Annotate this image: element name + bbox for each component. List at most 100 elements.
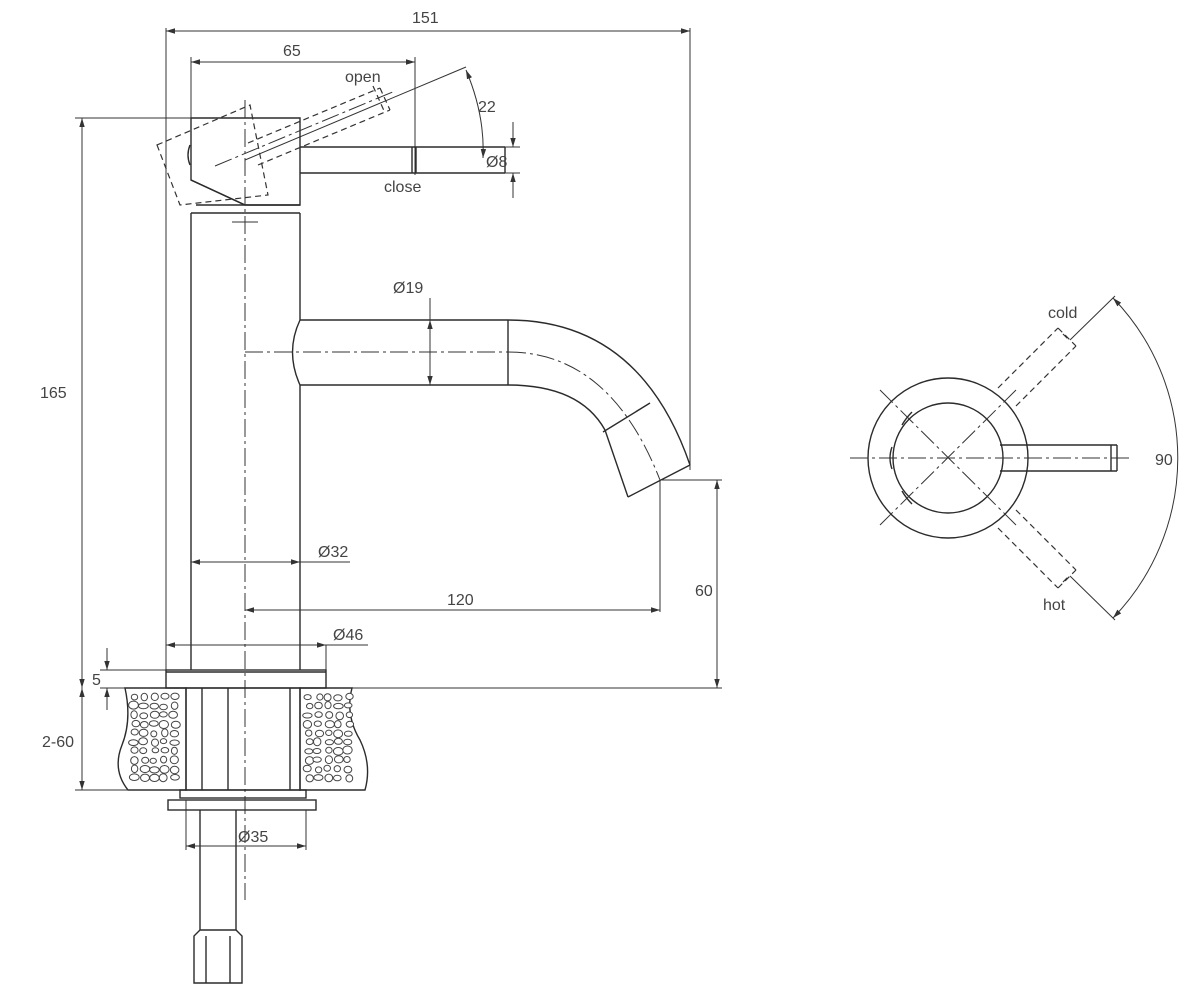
pebble-texture (324, 755, 333, 765)
pebble-texture (141, 756, 150, 764)
pebble-texture (334, 720, 342, 729)
spout (245, 319, 691, 498)
pebble-texture (151, 738, 159, 747)
pebble-texture (139, 721, 149, 729)
pebble-texture (149, 757, 157, 764)
pebble-texture (138, 737, 149, 746)
pebble-texture (130, 728, 139, 736)
handle-diameter-dimension: Ø8 (486, 122, 520, 198)
pebble-texture (149, 702, 160, 710)
overall-width-dimension: 151 (165, 10, 691, 672)
pebble-texture (150, 730, 158, 738)
pebble-texture (333, 702, 344, 710)
pebble-texture (312, 748, 322, 754)
pebble-texture (342, 745, 353, 755)
pebble-texture (314, 711, 323, 718)
pebble-texture (325, 711, 334, 719)
pebble-texture (159, 711, 168, 718)
base-thickness-label: 5 (92, 672, 101, 689)
handle-angle-label: 22 (478, 99, 496, 116)
handle-length-dimension: 65 (190, 43, 416, 175)
pebble-texture (170, 692, 180, 700)
side-view: 151 65 open 22 (40, 10, 722, 984)
handle-diameter-label: Ø8 (486, 154, 507, 171)
pebble-texture (128, 739, 139, 746)
pebble-texture (159, 738, 168, 745)
total-height-dimension: 165 (40, 117, 191, 688)
close-label: close (384, 179, 421, 196)
pebble-texture (343, 738, 353, 746)
pebble-texture (170, 701, 179, 710)
pebble-texture (333, 774, 342, 782)
pebble-texture (302, 712, 313, 719)
handle-angle-dimension: 22 (244, 66, 496, 161)
pebble-texture (332, 747, 344, 756)
open-label: open (345, 69, 381, 86)
pebble-texture (148, 720, 159, 727)
handle-closed (187, 117, 506, 206)
pebble-texture (139, 765, 151, 773)
pebble-texture (130, 746, 139, 754)
faucet-base (165, 669, 722, 689)
pebble-texture (169, 765, 180, 775)
pebble-texture (169, 755, 179, 765)
rotation-angle-dimension: 90 (1069, 295, 1179, 621)
pebble-texture (170, 720, 181, 729)
cold-label: cold (1048, 305, 1077, 322)
counter-thickness-label: 2-60 (42, 734, 74, 751)
pebble-texture (333, 755, 344, 764)
pebble-texture (325, 729, 333, 736)
pebble-texture (130, 693, 139, 701)
pebble-texture (305, 729, 313, 737)
pebble-texture (170, 746, 178, 755)
pebble-texture (314, 729, 325, 738)
pebble-texture (324, 773, 334, 783)
pebble-texture (333, 737, 343, 745)
pebble-texture (302, 720, 313, 729)
pebble-texture (304, 748, 314, 755)
shank-diameter-label: Ø35 (238, 829, 268, 846)
pebble-texture (306, 702, 314, 710)
pebble-texture (150, 692, 159, 701)
pebble-texture (343, 702, 353, 709)
pebble-texture (169, 730, 180, 738)
pebble-texture (159, 765, 170, 774)
pebble-texture (343, 730, 353, 737)
pebble-texture (160, 692, 170, 700)
pebble-texture (323, 693, 332, 702)
body-diameter-dimension: Ø32 (191, 544, 350, 565)
pebble-texture (324, 701, 332, 710)
pebble-texture (128, 773, 140, 782)
pebble-texture (313, 720, 322, 727)
overall-width-label: 151 (412, 10, 439, 27)
pebble-texture (312, 756, 322, 763)
body-diameter-label: Ø32 (318, 544, 348, 561)
pebble-texture (169, 739, 180, 746)
pebble-texture (343, 765, 353, 774)
faucet-body (190, 100, 301, 900)
pebble-texture (305, 738, 314, 746)
pebble-texture (149, 766, 160, 774)
pebble-texture (314, 766, 323, 774)
pebble-texture (333, 694, 343, 702)
pebble-texture (313, 737, 322, 747)
pebble-texture (333, 729, 344, 739)
pebble-texture (149, 710, 160, 719)
spout-diameter-dimension: Ø19 (393, 280, 433, 385)
pebble-texture (345, 774, 354, 783)
pebble-texture (158, 773, 168, 783)
shank-diameter-dimension: Ø35 (185, 800, 307, 850)
pebble-texture (324, 720, 335, 729)
spout-reach-dimension: 120 (245, 480, 661, 613)
pebble-texture (168, 710, 179, 719)
pebble-texture (130, 764, 139, 774)
pebble-texture (335, 711, 345, 721)
rotation-angle-label: 90 (1155, 452, 1173, 469)
pebble-texture (304, 756, 315, 765)
pebble-texture (323, 764, 332, 772)
shank (167, 687, 317, 984)
pebble-texture (325, 746, 333, 754)
hot-label: hot (1043, 597, 1066, 614)
hot-handle-dashed (997, 509, 1077, 589)
pebble-texture (131, 719, 141, 728)
